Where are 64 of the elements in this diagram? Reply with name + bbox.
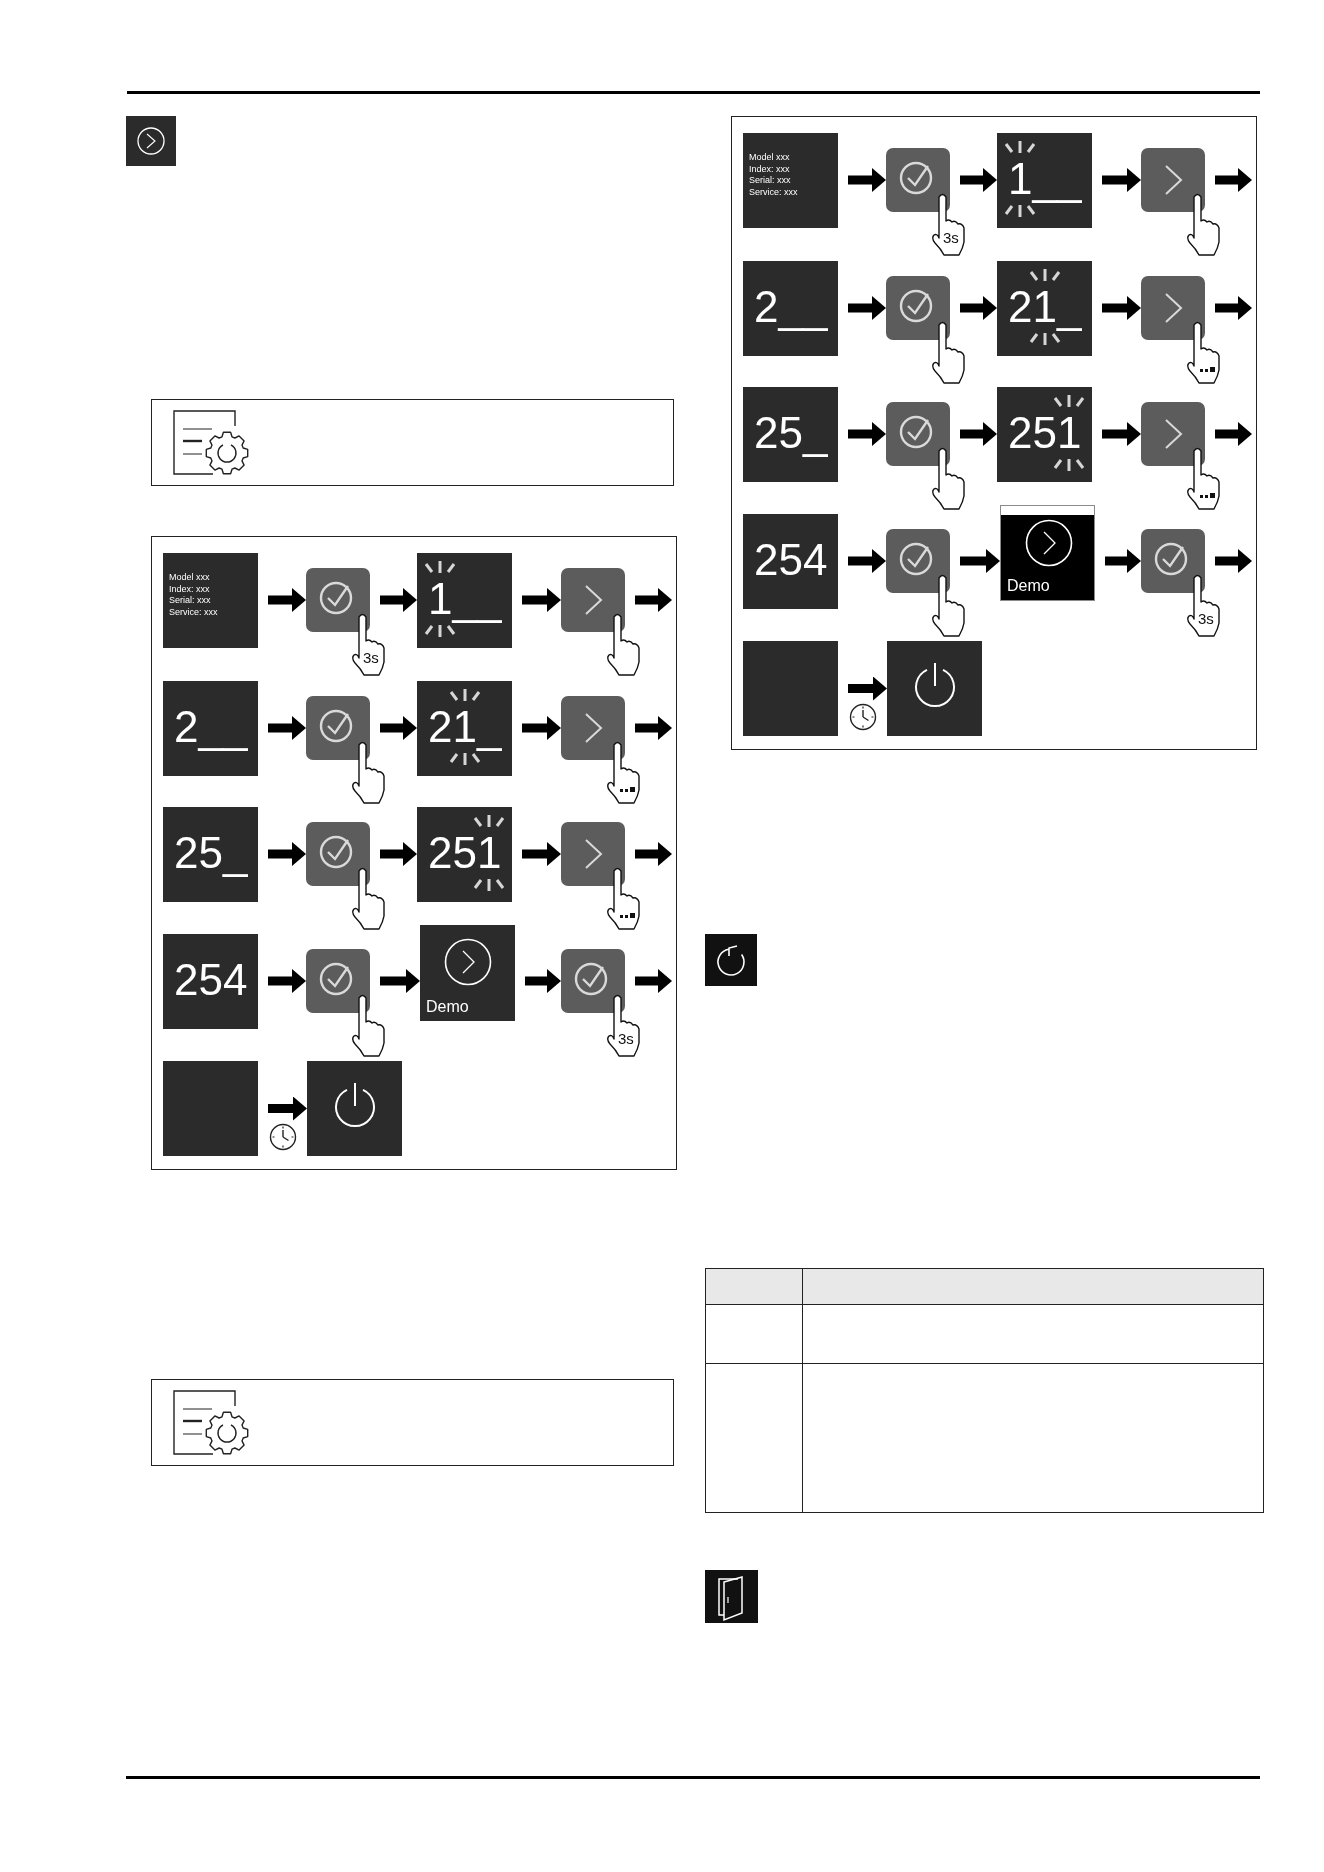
display-text: Model xxx bbox=[169, 572, 210, 583]
display-screen bbox=[997, 133, 1092, 228]
display-text: Serial: xxx bbox=[169, 595, 211, 606]
check-button bbox=[306, 696, 370, 760]
display-text: Index: xxx bbox=[169, 583, 210, 595]
next-button bbox=[561, 822, 625, 886]
hold-time-label: 3s bbox=[1198, 611, 1214, 626]
display-text: Demo bbox=[1007, 577, 1050, 595]
display-text: 254 bbox=[174, 955, 248, 1004]
display-screen bbox=[997, 261, 1092, 356]
figure-frame bbox=[151, 536, 677, 1170]
display-text: Demo bbox=[426, 998, 469, 1016]
check-button bbox=[886, 148, 950, 212]
display-text: Service: xxx bbox=[749, 186, 798, 198]
check-button bbox=[306, 822, 370, 886]
display-screen bbox=[1000, 505, 1095, 601]
next-button bbox=[1141, 276, 1205, 340]
display-screen bbox=[163, 807, 258, 902]
display-text: Index: xxx bbox=[749, 163, 790, 175]
check-button bbox=[306, 568, 370, 632]
display-screen bbox=[307, 1061, 402, 1156]
display-text: 2__ bbox=[174, 702, 248, 751]
display-screen bbox=[417, 553, 512, 648]
display-screen bbox=[163, 1061, 258, 1156]
display-screen bbox=[417, 681, 512, 776]
next-button bbox=[1141, 148, 1205, 212]
next-button bbox=[561, 568, 625, 632]
display-screen bbox=[997, 387, 1092, 482]
display-screen bbox=[887, 641, 982, 736]
check-button bbox=[561, 949, 625, 1013]
check-button bbox=[886, 529, 950, 593]
display-screen bbox=[743, 514, 838, 609]
display-screen bbox=[743, 133, 838, 228]
check-button bbox=[886, 402, 950, 466]
display-text: 1__ bbox=[428, 574, 502, 623]
display-text: 2__ bbox=[754, 282, 828, 331]
display-screen bbox=[420, 925, 515, 1021]
display-text: 21_ bbox=[1008, 282, 1082, 331]
display-screen bbox=[163, 553, 258, 648]
next-button bbox=[561, 696, 625, 760]
display-screen bbox=[417, 807, 512, 902]
display-text: 21_ bbox=[428, 702, 502, 751]
display-text: 251 bbox=[1008, 408, 1082, 457]
display-text: Model xxx bbox=[749, 152, 790, 163]
display-text: 251 bbox=[428, 828, 502, 877]
check-button bbox=[1141, 529, 1205, 593]
display-screen bbox=[743, 387, 838, 482]
display-text: Serial: xxx bbox=[749, 175, 791, 186]
display-text: 1__ bbox=[1008, 154, 1082, 203]
display-text: 254 bbox=[754, 535, 828, 584]
display-screen bbox=[163, 681, 258, 776]
display-text: 25_ bbox=[754, 408, 828, 457]
display-text: Service: xxx bbox=[169, 606, 218, 618]
hold-time-label: 3s bbox=[943, 230, 959, 245]
check-button bbox=[886, 276, 950, 340]
display-text: 25_ bbox=[174, 828, 248, 877]
display-screen bbox=[743, 261, 838, 356]
figure-frame bbox=[731, 116, 1257, 750]
next-button bbox=[1141, 402, 1205, 466]
hold-time-label: 3s bbox=[363, 650, 379, 665]
check-button bbox=[306, 949, 370, 1013]
display-screen bbox=[163, 934, 258, 1029]
display-screen bbox=[743, 641, 838, 736]
hold-time-label: 3s bbox=[618, 1031, 634, 1046]
